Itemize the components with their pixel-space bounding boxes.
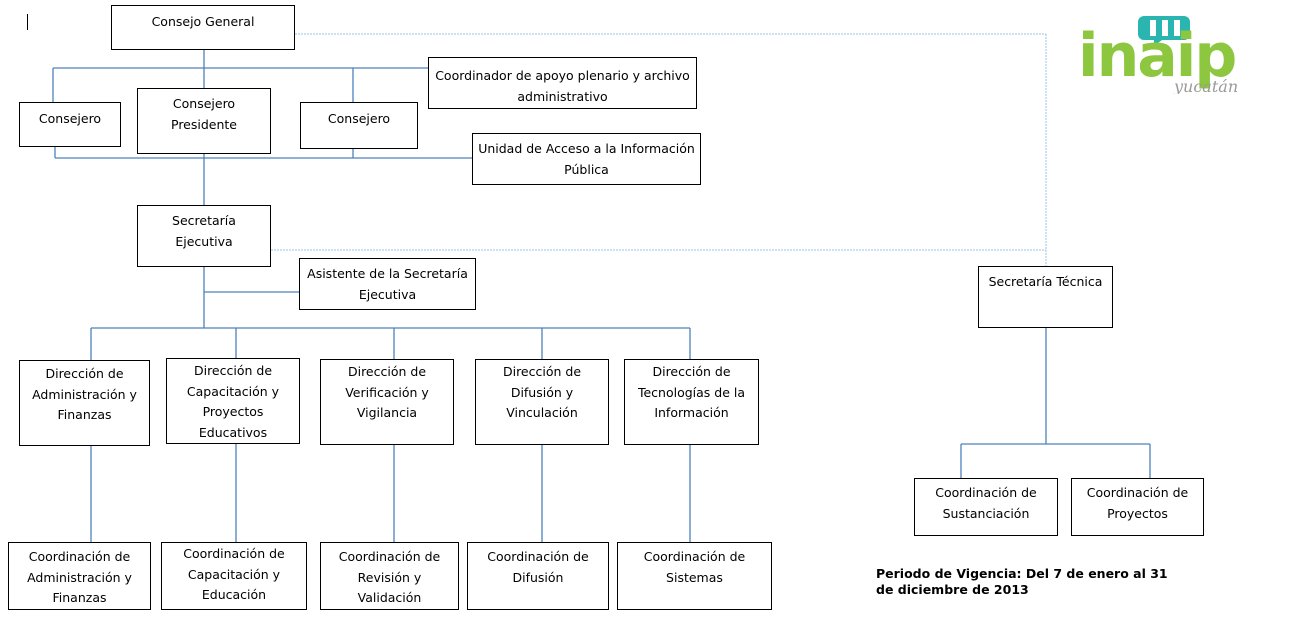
text-cursor: [27, 14, 28, 30]
inaip-logo: inaip yucatán: [1078, 10, 1270, 96]
node-consejero-left: Consejero: [19, 102, 121, 147]
node-secretaria-ejecutiva: Secretaría Ejecutiva: [137, 205, 271, 267]
node-consejo-general: Consejo General: [111, 5, 295, 50]
node-dir-difusion: Dirección de Difusión y Vinculación: [475, 359, 609, 445]
node-coord-sustanciacion: Coordinación de Sustanciación: [914, 478, 1058, 536]
node-coord-sistemas: Coordinación de Sistemas: [617, 542, 772, 610]
node-asistente: Asistente de la Secretaría Ejecutiva: [299, 258, 476, 310]
node-coord-proyectos: Coordinación de Proyectos: [1071, 478, 1204, 536]
node-coord-difusion: Coordinación de Difusión: [467, 542, 609, 610]
node-coordinador-apoyo: Coordinador de apoyo plenario y archivo …: [428, 57, 697, 109]
node-coord-revision: Coordinación de Revisión y Validación: [320, 542, 459, 610]
vigencia-note: Periodo de Vigencia: Del 7 de enero al 3…: [876, 566, 1168, 597]
node-dir-verificacion: Dirección de Verificación y Vigilancia: [320, 359, 454, 445]
node-unidad-acceso: Unidad de Acceso a la Información Públic…: [472, 133, 701, 185]
logo-subtext: yucatán: [1173, 77, 1238, 94]
logo-text: inaip: [1078, 21, 1235, 91]
node-consejero-right: Consejero: [300, 102, 418, 149]
inaip-logo-mark: inaip yucatán: [1078, 16, 1238, 96]
node-secretaria-tecnica: Secretaría Técnica: [978, 266, 1113, 328]
node-coord-capacitacion: Coordinación de Capacitación y Educación: [161, 542, 307, 610]
node-dir-capacitacion: Dirección de Capacitación y Proyectos Ed…: [166, 358, 300, 444]
node-dir-tecnologias: Dirección de Tecnologías de la Informaci…: [624, 359, 759, 445]
node-consejero-presidente: Consejero Presidente: [137, 88, 271, 154]
node-coord-admin: Coordinación de Administración y Finanza…: [8, 542, 151, 610]
node-dir-admin: Dirección de Administración y Finanzas: [19, 360, 150, 446]
